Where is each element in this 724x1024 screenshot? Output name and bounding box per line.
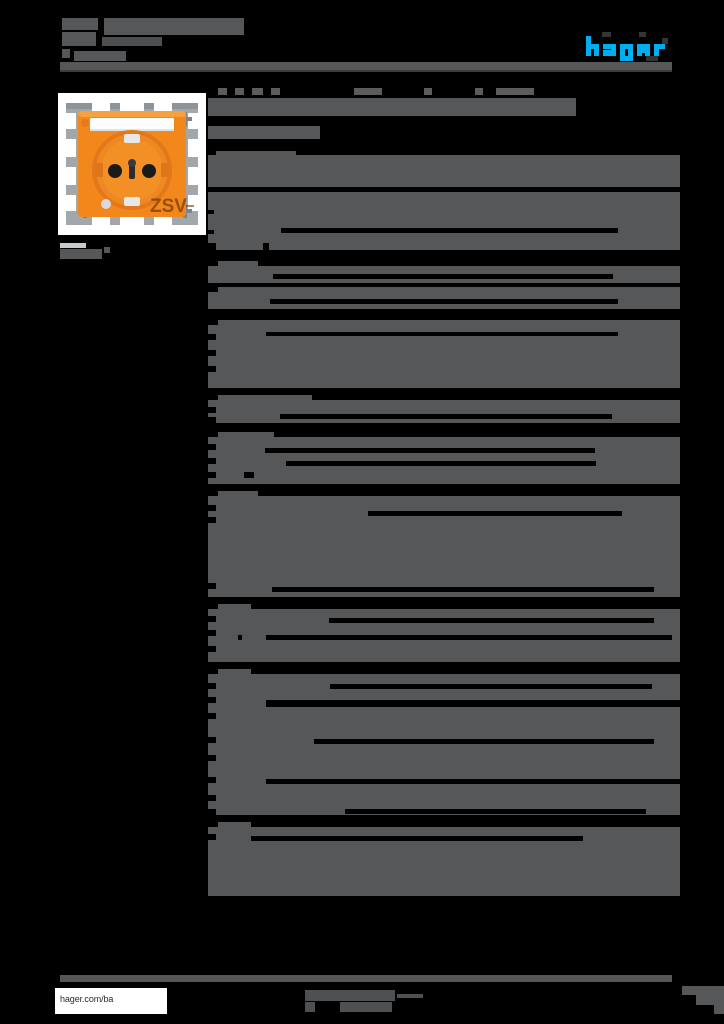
header-title-fragment-1	[62, 18, 98, 30]
spec-section	[208, 151, 680, 228]
spec-section	[208, 669, 680, 819]
caption-fragment-3	[104, 247, 110, 253]
header-title-fragment-2	[104, 18, 244, 35]
header-title-fragment-5	[74, 51, 126, 61]
header-title-fragment-3	[62, 32, 96, 46]
footer-url[interactable]: hager.com/ba	[60, 994, 114, 1004]
hager-logo	[584, 32, 672, 62]
main-content	[208, 88, 680, 896]
product-image: ZSV	[58, 93, 206, 235]
header-title-fragment-4	[62, 49, 70, 58]
page-number-fragment-1	[682, 986, 724, 995]
footer-note-fragment-2	[397, 994, 423, 998]
footer-url-box[interactable]: hager.com/ba	[55, 988, 167, 1014]
spec-section	[208, 261, 680, 317]
footer-note-fragment-3	[340, 1002, 392, 1012]
page-subtitle	[208, 126, 320, 139]
spec-section	[208, 395, 680, 429]
footer-note-fragment-4	[305, 1002, 315, 1012]
header-rule-shadow	[60, 70, 672, 72]
page-number-fragment-3	[714, 1005, 724, 1014]
spec-table	[208, 151, 680, 903]
footer-rule	[60, 975, 672, 982]
spec-section	[208, 320, 680, 392]
spec-section	[208, 432, 680, 488]
spec-section	[208, 604, 680, 666]
spec-section	[208, 491, 680, 601]
header-subtitle-fragment	[102, 37, 162, 46]
footer-note-fragment-1	[305, 990, 395, 1001]
svg-text:ZSV: ZSV	[150, 196, 187, 217]
spec-section	[208, 822, 680, 900]
caption-fragment-1	[60, 243, 86, 248]
header-rule	[60, 62, 672, 70]
page-header	[60, 18, 672, 68]
spec-section	[208, 210, 680, 258]
caption-fragment-2	[60, 249, 102, 259]
page-title-bar	[208, 98, 576, 116]
page-number-fragment-2	[696, 995, 724, 1005]
page-title	[208, 88, 680, 122]
